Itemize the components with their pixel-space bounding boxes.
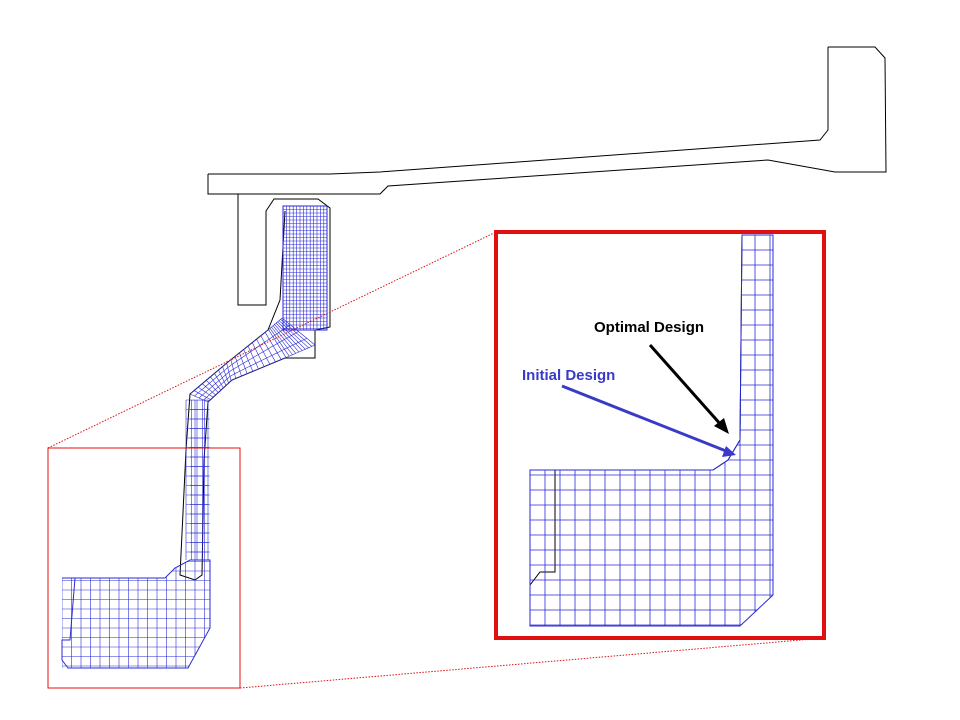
foot-mesh bbox=[61, 400, 211, 669]
detail-region-box bbox=[47, 447, 241, 689]
initial-design-arrow bbox=[561, 384, 736, 457]
zoom-projection-lines bbox=[47, 231, 825, 689]
zoom-inset bbox=[494, 230, 826, 640]
optimal-design-label: Optimal Design bbox=[594, 319, 704, 336]
zoom-frame bbox=[494, 230, 826, 640]
transition-mesh bbox=[189, 317, 316, 403]
initial-design-label: Initial Design bbox=[522, 367, 615, 384]
optimal-design-arrow bbox=[648, 344, 729, 434]
upper-mesh-block bbox=[282, 205, 328, 331]
